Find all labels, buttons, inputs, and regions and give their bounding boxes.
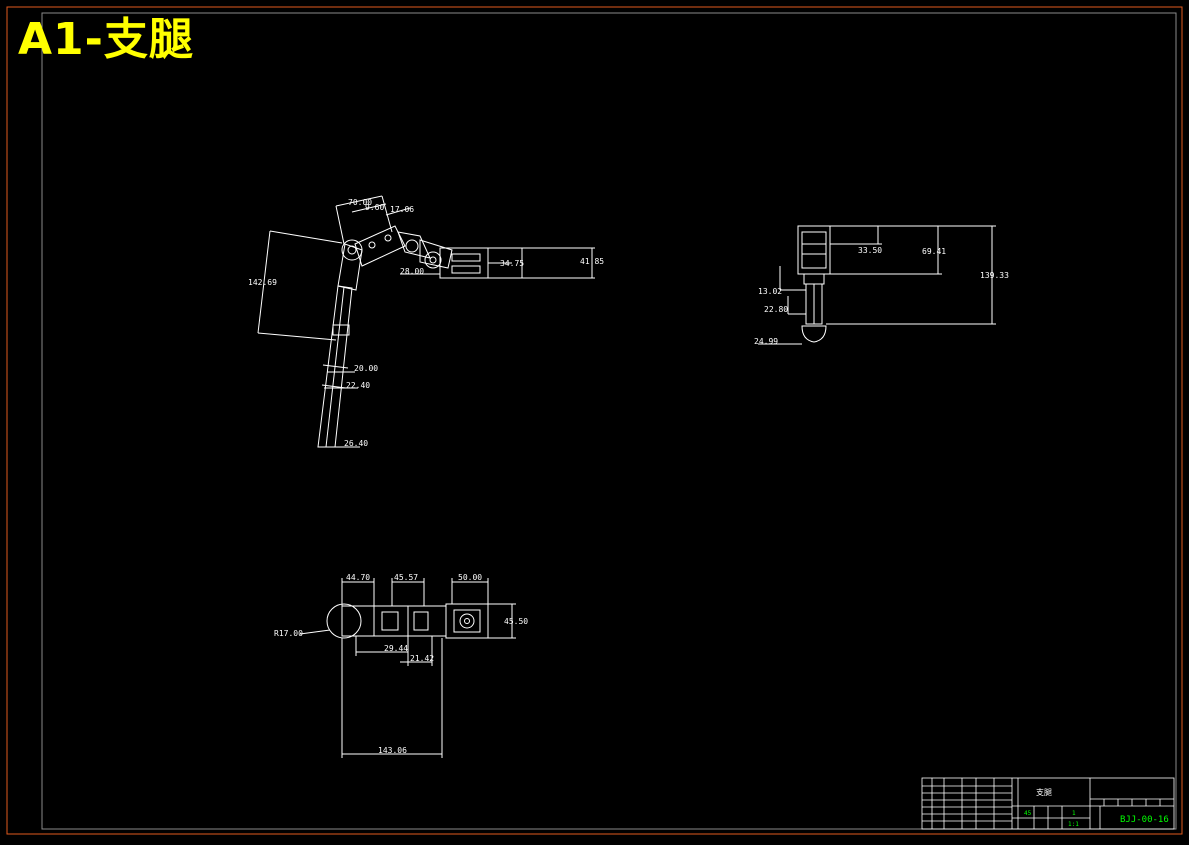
dim-top-3: 45.50 [504,617,528,626]
dim-top-5: 29.44 [384,644,408,653]
dim-end-4: 22.80 [764,305,788,314]
dim-side-6: 41.85 [580,257,604,266]
outer-border [6,6,1183,835]
dim-top-1: 45.57 [394,573,418,582]
dim-side-1: 9.60 [365,203,384,212]
end-view [758,225,996,345]
dim-side-4: 28.00 [400,267,424,276]
dim-top-2: 50.00 [458,573,482,582]
quantity: 1 [1072,810,1076,817]
dim-end-0: 33.50 [858,246,882,255]
dim-side-3: 142.69 [248,278,277,287]
dim-side-8: 22.40 [346,381,370,390]
end-view-dims: 33.50 69.41 139.33 13.02 22.80 24.99 [754,246,1009,346]
side-view [257,195,595,448]
scale: 1:1 [1068,821,1079,828]
dim-side-7: 20.00 [354,364,378,373]
dim-end-1: 69.41 [922,247,946,256]
dim-end-5: 24.99 [754,337,778,346]
dim-end-2: 139.33 [980,271,1009,280]
dim-side-2: 17.06 [390,205,414,214]
dim-top-0: 44.70 [346,573,370,582]
material: 45 [1024,810,1032,817]
top-view [299,578,516,758]
side-view-dims: 70.00 9.60 17.06 142.69 28.00 34.75 41.8… [248,198,604,448]
drawing-number: BJJ-00-16 [1120,815,1169,825]
dim-side-5: 34.75 [500,259,524,268]
sheet-title: A1-支腿 [18,14,194,65]
dim-end-3: 13.02 [758,287,782,296]
dim-side-9: 26.40 [344,439,368,448]
inner-border [41,12,1177,830]
title-block-text: 支腿 BJJ-00-16 45 1 1:1 [1024,787,1169,828]
dim-top-7: 143.06 [378,746,407,755]
dim-top-4: R17.00 [274,629,303,638]
part-name: 支腿 [1036,787,1052,797]
top-view-dims: 44.70 45.57 50.00 45.50 R17.00 29.44 21.… [274,573,528,755]
dim-side-0: 70.00 [348,198,372,207]
dim-top-6: 21.42 [410,654,434,663]
title-block [921,777,1175,830]
